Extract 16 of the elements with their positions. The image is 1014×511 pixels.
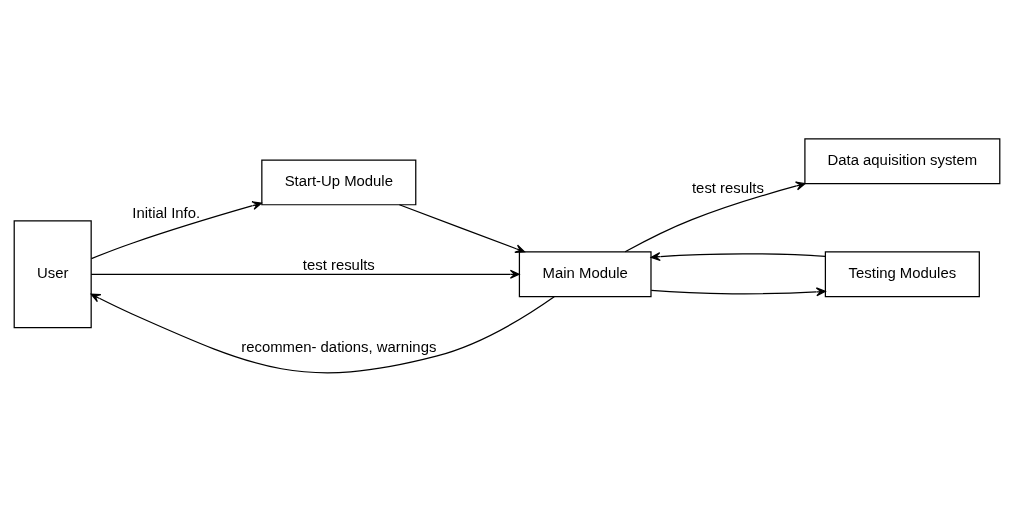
arrow xyxy=(398,203,525,253)
arrow xyxy=(90,269,520,279)
arrow xyxy=(650,251,826,261)
arrow xyxy=(624,181,806,252)
arrow xyxy=(90,293,555,373)
node-box: Main Module xyxy=(518,250,652,297)
arrow xyxy=(90,200,263,259)
node-box: Start-Up Module xyxy=(261,158,417,205)
edge-label: test results xyxy=(302,256,375,273)
arrow xyxy=(650,286,826,296)
node-box: Data aquisition system xyxy=(804,137,1001,184)
edge-label: test results xyxy=(691,179,764,196)
node-box: Testing Modules xyxy=(824,250,980,297)
edge-label: recommen- dations, warnings xyxy=(241,338,437,355)
edge-label: Initial Info. xyxy=(132,204,201,221)
node-box: User xyxy=(13,219,92,328)
